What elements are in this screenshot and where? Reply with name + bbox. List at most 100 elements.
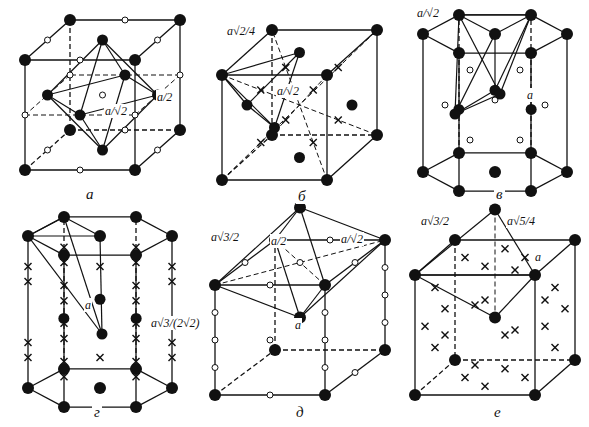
atom	[19, 54, 31, 66]
tetrahedral-site	[282, 117, 289, 124]
tetrahedral-site	[25, 278, 32, 285]
tetrahedral-site	[25, 354, 32, 361]
lattice-edge	[300, 285, 325, 318]
atom	[209, 279, 221, 291]
atom	[409, 389, 421, 401]
lattice-edge	[494, 34, 495, 90]
lattice-edge	[27, 236, 28, 388]
atom	[525, 185, 537, 197]
tetrahedral-site	[462, 254, 469, 261]
hidden-edge	[272, 30, 327, 180]
lattice-edge	[530, 53, 531, 191]
panel-letter: г	[92, 404, 102, 420]
tetrahedral-site	[482, 297, 489, 304]
tetrahedral-site	[432, 284, 439, 291]
dimension-label: a	[534, 250, 542, 264]
lattice-edge	[222, 74, 327, 75]
atom	[266, 24, 278, 36]
tetrahedral-site	[133, 335, 140, 342]
lattice-edge	[327, 30, 377, 75]
lattice-edge	[25, 20, 70, 60]
lattice-edge	[574, 240, 575, 360]
atom	[94, 230, 106, 242]
atom	[453, 147, 465, 159]
tetrahedral-site	[482, 297, 489, 304]
lattice-edge	[415, 210, 495, 276]
atom	[319, 389, 331, 401]
lattice-edge	[531, 172, 567, 191]
atom	[22, 230, 34, 242]
tetrahedral-site	[472, 302, 479, 309]
tetrahedral-site	[282, 64, 289, 71]
dimension-label: a/2	[270, 234, 287, 248]
panel-letter: е	[492, 404, 503, 420]
atom	[166, 230, 178, 242]
atom	[569, 354, 581, 366]
tetrahedral-site	[25, 339, 32, 346]
tetrahedral-site	[97, 263, 104, 270]
tetrahedral-site	[422, 323, 429, 330]
tetrahedral-site	[512, 267, 519, 274]
atom	[94, 382, 106, 394]
lattice-edge	[325, 350, 385, 395]
lattice-edge	[423, 34, 459, 53]
octahedral-site	[517, 67, 523, 73]
lattice-edge	[222, 75, 275, 128]
tetrahedral-site	[422, 323, 429, 330]
atom	[489, 28, 501, 40]
lattice-edge	[531, 34, 567, 53]
lattice-edge	[80, 115, 103, 150]
atom	[417, 166, 429, 178]
atom	[529, 269, 541, 281]
hidden-edge	[454, 240, 455, 360]
atom	[294, 47, 305, 58]
tetrahedral-site	[542, 323, 549, 330]
atom	[561, 28, 573, 40]
octahedral-site	[442, 102, 448, 108]
atom	[525, 147, 537, 159]
tetrahedral-site	[472, 302, 479, 309]
dimension-label: a√3/(2√2)	[150, 316, 201, 330]
tetrahedral-site	[542, 297, 549, 304]
tetrahedral-site	[335, 64, 342, 71]
tetrahedral-site	[502, 332, 509, 339]
tetrahedral-site	[512, 327, 519, 334]
hidden-edge	[271, 30, 272, 135]
tetrahedral-site	[562, 305, 569, 312]
lattice-edge	[459, 15, 500, 94]
lattice-edge	[222, 179, 327, 180]
lattice-edge	[495, 15, 531, 34]
atom	[22, 382, 34, 394]
octahedral-site	[212, 365, 218, 371]
octahedral-site	[327, 237, 333, 243]
hidden-edge	[274, 240, 275, 350]
octahedral-site	[322, 310, 328, 316]
atom	[97, 145, 108, 156]
lattice-edge	[459, 152, 531, 153]
atom	[64, 124, 76, 136]
dimension-label: a√3/2	[420, 214, 450, 228]
tetrahedral-site	[335, 117, 342, 124]
lattice-edge	[459, 14, 531, 15]
octahedral-site	[517, 137, 523, 143]
lattice-edge	[458, 53, 459, 191]
lattice-edge	[135, 130, 180, 170]
tetrahedral-site	[502, 245, 509, 252]
dimension-label: a/√2	[276, 84, 300, 98]
lattice-edge	[415, 274, 535, 275]
octahedral-site	[382, 292, 388, 298]
hidden-edge	[415, 360, 455, 395]
lattice-edge	[28, 369, 64, 388]
lattice-edge	[275, 53, 300, 128]
hidden-edge	[25, 75, 70, 115]
tetrahedral-site	[502, 365, 509, 372]
dimension-label: a/2	[156, 90, 173, 104]
atom	[166, 382, 178, 394]
lattice-edge	[414, 275, 415, 395]
atom	[489, 166, 501, 178]
atom	[58, 249, 70, 261]
lattice-edge	[64, 368, 136, 369]
tetrahedral-site	[97, 354, 104, 361]
atom	[130, 249, 142, 261]
